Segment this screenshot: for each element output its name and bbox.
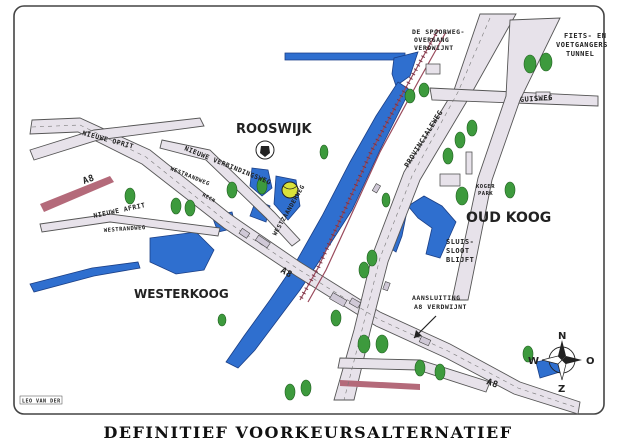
compass-north: N <box>558 331 566 342</box>
note-spoorweg-3: VERDWIJNT <box>414 44 454 52</box>
lane-markings <box>31 17 579 409</box>
westrandweg-road <box>39 213 221 237</box>
aansluiting-arrow <box>413 315 437 339</box>
place-westerkoog: WESTERKOOG <box>134 287 229 301</box>
east-rural-road <box>451 17 561 301</box>
signature-text: LEO VAN DER <box>22 399 61 405</box>
road-label-guisweg: GUISWEG <box>520 94 553 104</box>
nieuwe-verbindingsweg-road <box>159 139 301 247</box>
note-sluis-3: BLIJFT <box>446 256 474 264</box>
note-kogerpark-2: PARK <box>478 191 493 197</box>
map-title: DEFINITIEF VOORKEURSALTERNATIEF <box>103 423 512 442</box>
road-label-a8-west: A8 <box>82 173 97 186</box>
a8-main-road <box>29 117 581 415</box>
place-oud-koog: OUD KOOG <box>466 210 551 226</box>
buildings <box>425 63 551 187</box>
nieuwe-oprit-road <box>29 117 205 161</box>
note-spoorweg-1: DE SPOORWEG- <box>412 28 465 36</box>
note-sluis-1: SLUIS- <box>446 238 474 246</box>
note-sluis-2: SLOOT <box>446 247 470 255</box>
soccer-ball-icon <box>255 140 275 160</box>
tennis-ball-icon <box>281 181 299 199</box>
road-label-rech: RECH <box>201 192 216 204</box>
note-kogerpark-1: KOGER <box>476 184 495 190</box>
note-spoorweg-2: OVERGANG <box>414 36 449 44</box>
artist-signature: LEO VAN DER <box>19 395 63 405</box>
compass-rose-icon: N Z W O <box>528 331 595 395</box>
top-pond <box>391 51 419 87</box>
note-tunnel-1: FIETS- EN <box>564 32 606 40</box>
accent-strips <box>40 176 420 390</box>
road-label-a8-east: A8 <box>485 377 500 390</box>
note-aansluiting-2: A8 VERDWIJNT <box>414 303 467 311</box>
road-label-westrandweg-2: WESTRANDWEG <box>104 225 146 234</box>
trees <box>124 52 553 401</box>
note-aansluiting-1: AANSLUITING <box>412 294 461 302</box>
place-labels: ROOSWIJK OUD KOOG WESTERKOOG <box>134 122 551 301</box>
railway <box>298 29 447 303</box>
west-canal <box>29 261 141 293</box>
top-canal <box>284 52 406 61</box>
compass-west: W <box>528 356 539 367</box>
sluis-water <box>407 195 457 259</box>
place-rooswijk: ROOSWIJK <box>236 122 312 137</box>
compass-south: Z <box>558 384 565 395</box>
vehicles <box>238 183 432 347</box>
annotation-labels: DE SPOORWEG- OVERGANG VERDWIJNT FIETS- E… <box>412 28 608 311</box>
main-river <box>225 81 411 369</box>
note-tunnel-2: VOETGANGERS <box>556 41 608 49</box>
note-tunnel-3: TUNNEL <box>566 50 594 58</box>
compass-east: O <box>586 356 595 367</box>
road-network <box>29 13 599 415</box>
